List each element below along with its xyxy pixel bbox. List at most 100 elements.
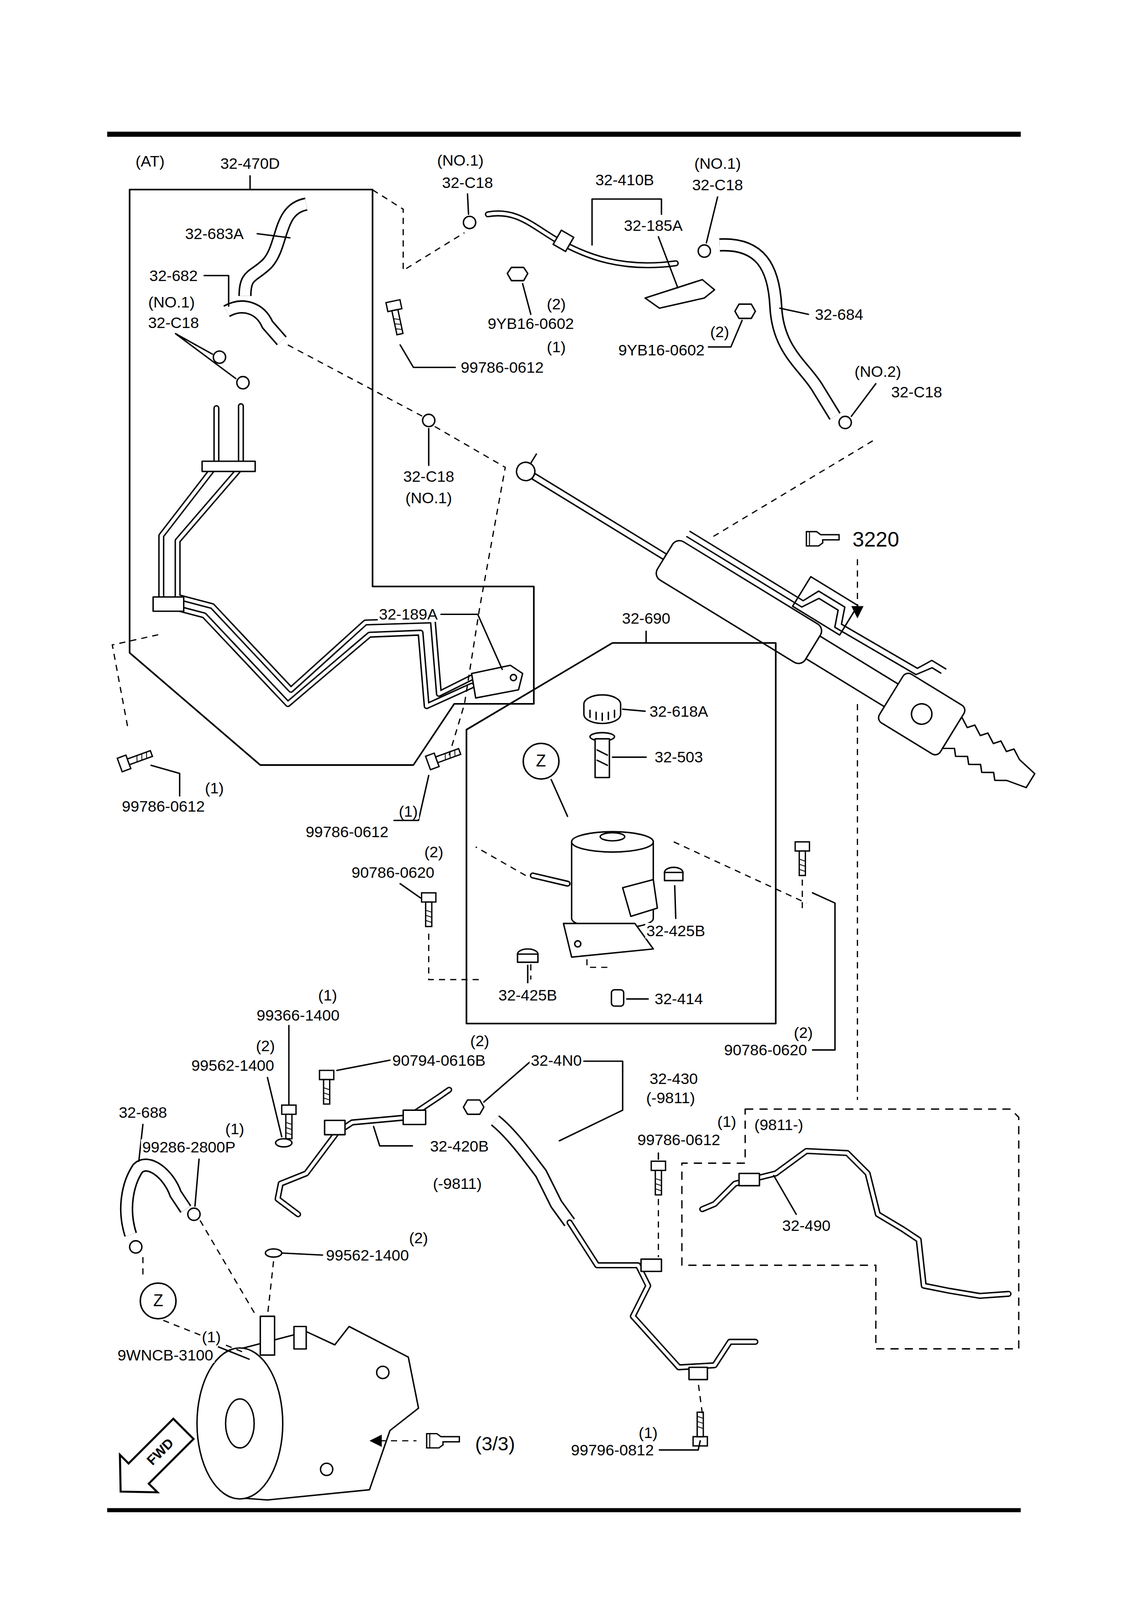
hose-clamp xyxy=(213,350,226,364)
grommet xyxy=(517,954,539,963)
reservoir-top xyxy=(571,832,654,853)
pipe xyxy=(532,875,568,885)
callout-label: 32-189A xyxy=(377,606,440,623)
bolt-hole xyxy=(510,674,517,681)
hose xyxy=(495,1120,570,1224)
leader-line xyxy=(194,1159,199,1207)
leader-line xyxy=(400,884,421,899)
callout-label: (2) xyxy=(468,1033,491,1049)
callout-label: 32-425B xyxy=(497,987,559,1004)
leader-line xyxy=(645,630,647,644)
callout-label: 99562-1400 xyxy=(324,1247,411,1264)
callout-label: 90794-0616B xyxy=(391,1052,487,1069)
callout-label: (NO.2) xyxy=(853,363,903,380)
leader-line xyxy=(175,333,236,379)
pressure-pipe-assembly xyxy=(152,406,523,707)
steering-gear xyxy=(502,416,1062,806)
washer xyxy=(275,1139,293,1148)
callout-label: (1) xyxy=(397,803,420,820)
callout-label: 32-420B xyxy=(428,1138,491,1155)
callout-label: 32-683A xyxy=(183,225,246,242)
arrowhead xyxy=(851,606,864,619)
hose-clamp xyxy=(129,1241,142,1254)
leader-line xyxy=(559,1071,624,1142)
leader-line xyxy=(773,1176,796,1215)
callout-label: 99786-0612 xyxy=(120,798,207,815)
leader-line xyxy=(706,197,718,244)
dashed-line xyxy=(287,345,506,756)
reference-hand-icon xyxy=(426,1434,460,1449)
hoses xyxy=(126,204,1009,1380)
leader-line xyxy=(151,765,180,796)
bolt xyxy=(319,1070,334,1105)
callout-label: (3/3) xyxy=(473,1434,517,1455)
group-label: (9811-) xyxy=(753,1117,805,1133)
pipe-clip xyxy=(553,230,574,252)
callout-label: 9YB16-0602 xyxy=(617,342,707,358)
dashed-line xyxy=(475,842,807,980)
group-outline xyxy=(129,189,535,766)
gear-pipe xyxy=(690,517,946,683)
hose xyxy=(126,1165,186,1236)
callout-label: 32-414 xyxy=(653,991,705,1007)
leader-line xyxy=(249,175,251,190)
leader-line xyxy=(267,1078,282,1138)
pipe-bracket xyxy=(202,461,256,472)
leader-line xyxy=(708,320,743,347)
reservoir-ear xyxy=(622,879,658,917)
leader-line xyxy=(393,775,429,821)
dashed-line xyxy=(142,1257,243,1353)
pipe xyxy=(569,1222,756,1368)
callout-label: (1) xyxy=(716,1114,739,1130)
hose-clamp xyxy=(236,376,250,389)
leader-line xyxy=(287,1026,290,1105)
pipe-bracket xyxy=(792,576,859,636)
callout-label: 9WNCB-3100 xyxy=(115,1347,215,1364)
leader-line xyxy=(780,308,809,315)
callout-label: (1) xyxy=(316,987,339,1004)
bolt xyxy=(425,744,462,770)
rack-housing xyxy=(653,537,825,667)
reference-letter: Z xyxy=(534,753,548,770)
hose-clamp xyxy=(698,245,711,258)
dashed-line xyxy=(657,1199,660,1258)
gear-pipe xyxy=(686,523,941,688)
pipe xyxy=(277,1090,450,1215)
cap xyxy=(611,989,624,1007)
callout-label: (2) xyxy=(545,296,568,312)
pump-fitting xyxy=(260,1316,275,1356)
dashed-line xyxy=(267,1261,274,1317)
variant-group: (9811-) xyxy=(681,1109,1019,1350)
leader-line xyxy=(483,1061,531,1103)
leader-line xyxy=(527,965,529,984)
leader-line xyxy=(551,780,568,817)
top-rule xyxy=(107,131,1022,137)
leader-line xyxy=(612,756,647,759)
callout-label: 32-688 xyxy=(117,1104,169,1121)
forward-arrow xyxy=(101,1410,203,1512)
pipe xyxy=(161,408,472,707)
bolt-hole xyxy=(320,1463,333,1477)
reference-letter: Z xyxy=(151,1293,165,1310)
nut xyxy=(507,267,529,281)
callout-label: 32-684 xyxy=(813,306,865,323)
arrowhead xyxy=(369,1435,383,1448)
pipe-bracket xyxy=(689,1367,708,1381)
boot xyxy=(942,717,1041,797)
callout-label: 9YB16-0602 xyxy=(486,315,576,332)
tie-rod xyxy=(531,473,667,560)
reference-circle xyxy=(523,743,559,780)
callout-label: 32-430 xyxy=(648,1071,700,1087)
leader-line xyxy=(204,275,229,307)
strainer xyxy=(595,738,610,778)
group-outline xyxy=(466,643,776,1024)
callout-label: 32-490 xyxy=(780,1218,833,1234)
bolt xyxy=(651,1161,666,1196)
callout-label: 99786-0612 xyxy=(635,1132,722,1148)
hose xyxy=(719,245,836,417)
callout-label: 32-410B xyxy=(593,172,656,188)
hose-clamp xyxy=(838,416,852,430)
pipe xyxy=(277,1090,450,1215)
hose xyxy=(126,1165,186,1236)
pump-fitting xyxy=(293,1327,307,1350)
